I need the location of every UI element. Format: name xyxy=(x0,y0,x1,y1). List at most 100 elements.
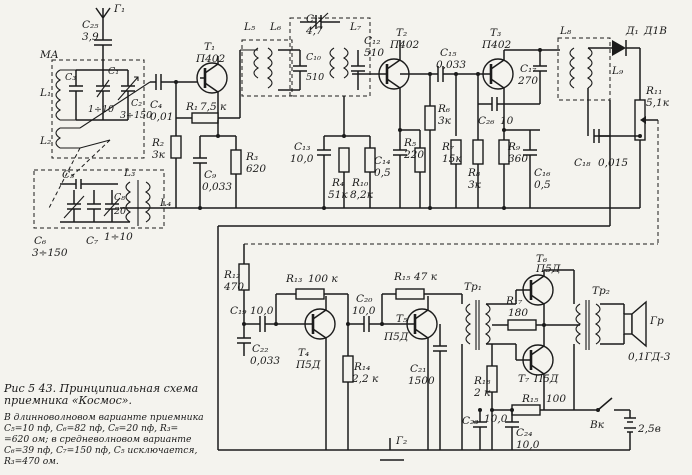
label-l4: L₄ xyxy=(159,197,171,209)
label-c15-value: 0,033 xyxy=(436,59,466,71)
label-ma: МА xyxy=(39,49,59,61)
label-t5: T₅ xyxy=(396,313,408,325)
label-c11-value: 4,7 xyxy=(305,25,323,37)
label-r10: R₁₀ xyxy=(351,177,369,189)
label-c8: C₈ xyxy=(114,192,125,203)
label-c6-value: 3÷150 xyxy=(32,247,68,259)
label-r8-value: 3к xyxy=(468,179,482,191)
label-r15-value: 100 xyxy=(546,393,566,405)
label-r11-value: 5,1к xyxy=(646,97,670,109)
label-t1: T₁ xyxy=(204,41,215,53)
battery-2-5v xyxy=(624,410,636,450)
label-t6-type: П5Д xyxy=(535,263,561,275)
capacitor-c1 xyxy=(96,58,110,120)
label-l9: L₉ xyxy=(611,65,624,77)
capacitor-c22 xyxy=(237,324,251,356)
label-vk: Вк xyxy=(589,419,605,431)
capacitor-c12 xyxy=(351,50,365,90)
label-r2-value: 3к xyxy=(152,149,166,161)
coil-l5 xyxy=(253,47,260,79)
label-t4: T₄ xyxy=(298,347,309,359)
label-r7: R₇ xyxy=(441,141,455,153)
coil-l4 xyxy=(144,181,151,223)
capacitor-c5 xyxy=(60,179,118,189)
label-c8-value: 20 xyxy=(113,206,126,217)
label-r13-value: 100 к xyxy=(308,273,338,285)
label-c1-value: 1÷10 xyxy=(88,104,114,115)
label-c25: C₂₅ xyxy=(82,19,99,31)
label-r6: R₆ xyxy=(437,103,451,115)
label-c14: C₁₄ xyxy=(374,155,390,167)
label-c7: C₇ xyxy=(86,235,99,247)
label-c9-value: 0,033 xyxy=(202,181,232,193)
capacitor-c16 xyxy=(523,130,537,208)
label-r1-value: 7,5 к xyxy=(200,101,227,113)
label-gr-type: 0,1ГД-3 xyxy=(628,351,671,363)
note-line-5: R₃=470 ом. xyxy=(4,456,59,467)
capacitor-c20 xyxy=(348,316,406,332)
label-r14-value: 2,2 к xyxy=(351,373,379,385)
label-c26-value: 10 xyxy=(500,115,514,127)
label-c16: C₁₆ xyxy=(534,167,551,179)
label-c18: C₁₈ xyxy=(574,157,591,169)
transformer-tr1-secondary xyxy=(484,303,491,345)
note-line-4: С₆=39 пф, С₇=150 пф, С₅ исключается, xyxy=(4,445,198,456)
transistor-t4 xyxy=(304,296,336,450)
label-r6-value: 3к xyxy=(438,115,452,127)
label-r9-value: 360 xyxy=(508,153,528,165)
resistor-r4 xyxy=(338,147,350,173)
note-line-1: В длинноволновом варианте приемника xyxy=(4,412,204,423)
label-c9: C₉ xyxy=(204,169,217,181)
component-labels: МА Г₁ C₂₅ 3,9 L₁ L₂ C₃ C₁ 1÷10 C₂ 3÷150 … xyxy=(32,3,671,451)
label-r3: R₃ xyxy=(245,151,258,163)
coil-l2 xyxy=(55,127,62,149)
label-c22: C₂₂ xyxy=(252,343,268,355)
label-c25-value: 3,9 xyxy=(82,31,99,43)
label-l8: L₈ xyxy=(559,25,572,37)
label-c19: C₁₉ xyxy=(230,305,247,317)
coil-l6 xyxy=(266,47,273,89)
coil-l9 xyxy=(586,47,593,89)
label-tr2: Тр₂ xyxy=(592,285,610,297)
speaker-gr xyxy=(600,300,647,348)
label-c4: C₄ xyxy=(150,99,162,111)
label-c21: C₂₁ xyxy=(410,363,426,375)
label-c6: C₆ xyxy=(34,235,47,247)
magnetic-antenna-frame xyxy=(51,59,145,159)
label-t7: T₇ xyxy=(518,373,530,385)
label-c11: C₁₁ xyxy=(306,13,322,25)
label-r5: R₅ xyxy=(403,137,417,149)
label-r12-value: 470 xyxy=(223,281,244,293)
label-r10-value: 8,2к xyxy=(350,189,374,201)
label-g1: Г₁ xyxy=(113,3,125,15)
capacitor-c8 xyxy=(103,190,121,222)
label-t5-type: П5Д xyxy=(383,331,409,343)
label-c4-value: 0,01 xyxy=(150,111,173,123)
label-t3: T₃ xyxy=(490,27,501,39)
label-c23: C₂₃ xyxy=(462,415,478,427)
resistor-r1 xyxy=(191,112,219,124)
antenna-g1 xyxy=(94,7,112,58)
label-c24: C₂₄ xyxy=(516,427,532,439)
label-c12-value: 510 xyxy=(364,47,384,59)
caption-line-2: приемника «Космос». xyxy=(4,394,132,407)
label-t4-type: П5Д xyxy=(295,359,321,371)
label-c20-value: 10,0 xyxy=(352,305,376,317)
caption-note: В длинноволновом варианте приемника С₅=1… xyxy=(4,412,204,467)
label-l7: L₇ xyxy=(349,21,362,33)
label-r18: R₁₈ xyxy=(473,375,491,387)
coil-l7 xyxy=(329,47,336,79)
band-coil-frame xyxy=(33,169,165,229)
label-r15-star: R₁₅ xyxy=(393,271,411,283)
capacitor-c17 xyxy=(533,50,547,104)
label-l3: L₃ xyxy=(123,167,135,179)
label-r11: R₁₁ xyxy=(645,85,662,97)
label-t1-type: П402 xyxy=(195,53,226,65)
label-g2: Г₂ xyxy=(395,435,407,447)
label-r1: R₁ xyxy=(185,101,198,113)
capacitor-c11 xyxy=(300,12,340,31)
label-c18-value: 0,015 xyxy=(598,157,628,169)
label-c22-value: 0,033 xyxy=(250,355,280,367)
label-l5: L₅ xyxy=(243,21,256,33)
